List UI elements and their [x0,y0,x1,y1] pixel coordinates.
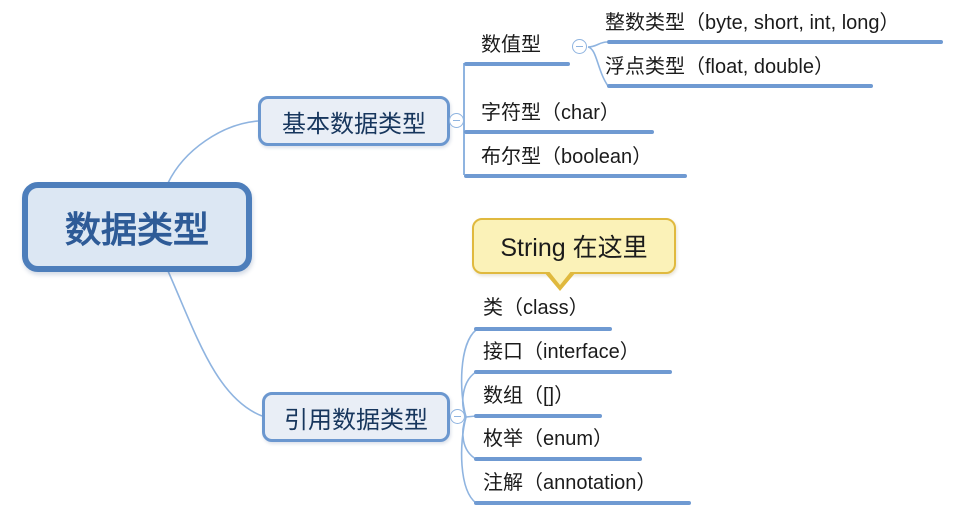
callout-note[interactable]: String 在这里 [472,218,676,274]
topic-underline [474,501,691,505]
topic-underline [474,370,672,374]
topic-underline [464,130,654,134]
collapse-minus-icon[interactable] [450,409,465,424]
topic-integer-types[interactable]: 整数类型（byte, short, int, long） [605,12,900,34]
topic-numeric-type[interactable]: 数值型 [481,34,541,56]
connector-root-to-reference [167,270,263,417]
topic-underline [607,40,943,44]
topic-underline [464,174,687,178]
topic-underline [474,457,642,461]
topic-underline [474,327,612,331]
topic-underline [464,62,570,66]
branch-topic-basic-types[interactable]: 基本数据类型 [258,96,450,146]
topic-float-types[interactable]: 浮点类型（float, double） [605,56,834,78]
callout-note-label: String 在这里 [500,234,648,262]
topic-annotation[interactable]: 注解（annotation） [483,472,657,494]
topic-class[interactable]: 类（class） [483,297,589,319]
topic-char-type[interactable]: 字符型（char） [481,102,620,124]
collapse-minus-icon[interactable] [572,39,587,54]
topic-underline [474,414,602,418]
topic-boolean-type[interactable]: 布尔型（boolean） [481,146,653,168]
root-topic[interactable]: 数据类型 [22,182,252,272]
connector-reference-to-interface [462,371,477,418]
collapse-minus-icon[interactable] [449,113,464,128]
branch-topic-reference-types[interactable]: 引用数据类型 [262,392,450,442]
connector-numeric-to-integer [587,41,608,48]
topic-underline [607,84,873,88]
topic-array[interactable]: 数组（[]） [483,385,575,407]
topic-interface[interactable]: 接口（interface） [483,341,640,363]
connector-root-to-basic [167,120,259,184]
callout-pointer [548,270,572,285]
topic-enum[interactable]: 枚举（enum） [483,428,614,450]
connector-reference-to-enum [462,416,477,460]
